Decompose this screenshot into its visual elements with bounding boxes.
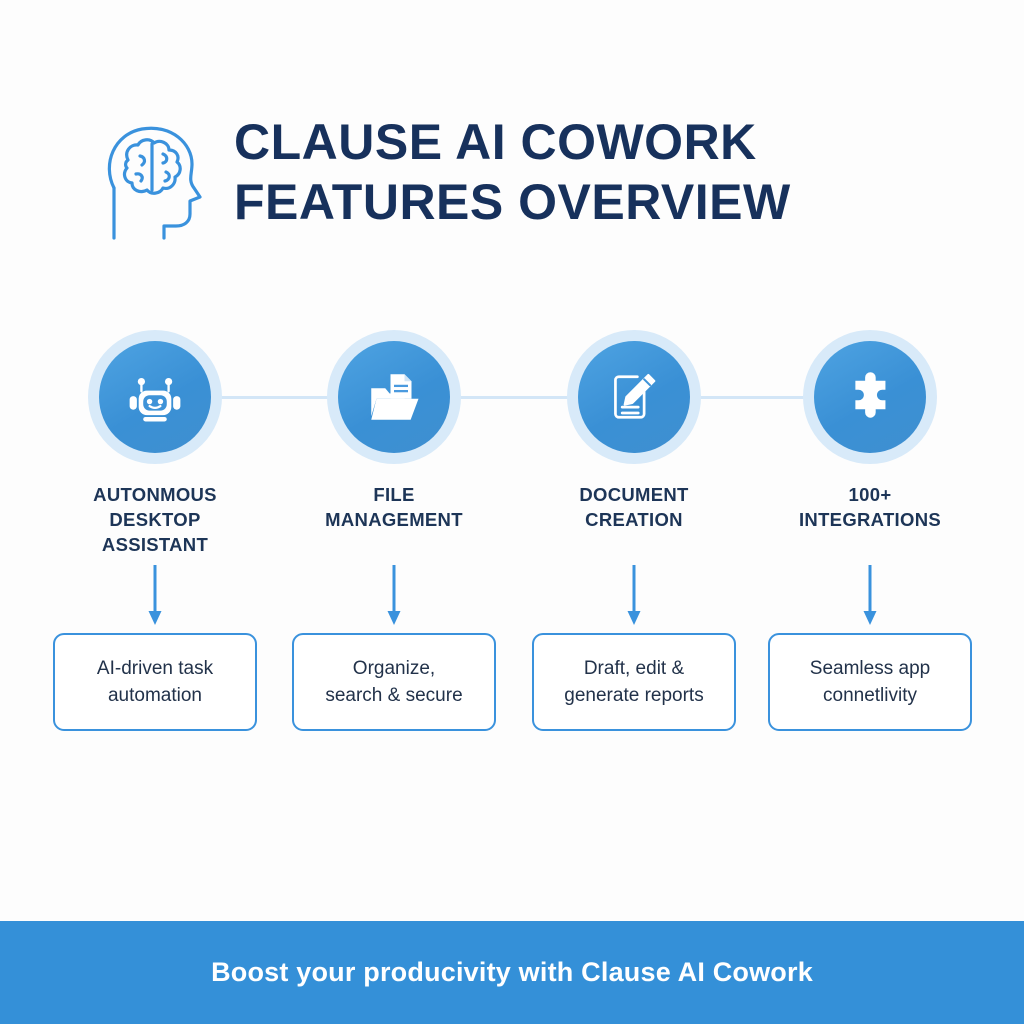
folder-document-icon [366, 369, 422, 425]
description-2-line-2: search & secure [325, 685, 463, 706]
features-pipeline: AUTONMOUS DESKTOP ASSISTANT AI-driven ta… [0, 330, 1024, 731]
horizontal-connector-line [155, 396, 869, 399]
icon-ring-2 [327, 330, 461, 464]
description-4-line-1: Seamless app [809, 658, 931, 679]
feature-column-document-creation[interactable]: DOCUMENT CREATION Draft, edit & generate… [514, 330, 754, 731]
down-arrow-3 [626, 565, 642, 627]
feature-label-4-line-1: 100+ [848, 484, 892, 505]
feature-label-1-line-2: DESKTOP [109, 509, 201, 530]
puzzle-piece-icon [844, 371, 896, 423]
feature-label-2-line-1: FILE [373, 484, 415, 505]
feature-label-1-line-3: ASSISTANT [101, 534, 209, 555]
feature-label-2-line-2: MANAGEMENT [325, 509, 463, 530]
header: CLAUSE AI COWORK FEATURES OVERVIEW [96, 108, 791, 244]
feature-label-4: 100+ INTEGRATIONS [799, 482, 941, 532]
footer-banner: Boost your producivity with Clause AI Co… [0, 921, 1024, 1024]
description-4-line-2: connetlivity [823, 685, 917, 706]
feature-column-autonomous-desktop-assistant[interactable]: AUTONMOUS DESKTOP ASSISTANT AI-driven ta… [35, 330, 275, 731]
icon-ring-1 [88, 330, 222, 464]
icon-ring-3 [567, 330, 701, 464]
description-1-line-1: AI-driven task [96, 658, 214, 679]
feature-label-4-line-2: INTEGRATIONS [798, 509, 941, 530]
feature-label-1: AUTONMOUS DESKTOP ASSISTANT [93, 482, 217, 557]
page-title: CLAUSE AI COWORK FEATURES OVERVIEW [234, 108, 791, 232]
icon-disc-3 [578, 341, 690, 453]
feature-label-3-line-2: CREATION [585, 509, 683, 530]
document-pencil-icon [607, 370, 661, 424]
description-box-2: Organize, search & secure [292, 633, 496, 731]
feature-column-integrations[interactable]: 100+ INTEGRATIONS Seamless app connetliv… [750, 330, 990, 731]
title-line-1: CLAUSE AI COWORK [234, 114, 757, 170]
feature-label-3: DOCUMENT CREATION [579, 482, 688, 532]
description-3-line-1: Draft, edit & [583, 658, 685, 679]
description-box-1: AI-driven task automation [53, 633, 257, 731]
brain-head-icon [96, 116, 208, 244]
icon-disc-1 [99, 341, 211, 453]
feature-label-1-line-1: AUTONMOUS [93, 484, 217, 505]
footer-tagline: Boost your producivity with Clause AI Co… [211, 957, 813, 987]
icon-disc-4 [814, 341, 926, 453]
feature-label-3-line-1: DOCUMENT [579, 484, 689, 505]
title-line-2: FEATURES OVERVIEW [234, 174, 791, 230]
down-arrow-2 [386, 565, 402, 627]
icon-ring-4 [803, 330, 937, 464]
description-2-line-1: Organize, [352, 658, 436, 679]
description-box-3: Draft, edit & generate reports [532, 633, 736, 731]
feature-column-file-management[interactable]: FILE MANAGEMENT Organize, search & secur… [274, 330, 514, 731]
description-1-line-2: automation [107, 685, 202, 706]
robot-icon [126, 368, 184, 426]
icon-disc-2 [338, 341, 450, 453]
description-3-line-2: generate reports [564, 685, 704, 706]
feature-label-2: FILE MANAGEMENT [325, 482, 463, 532]
down-arrow-4 [862, 565, 878, 627]
down-arrow-1 [147, 565, 163, 627]
description-box-4: Seamless app connetlivity [768, 633, 972, 731]
